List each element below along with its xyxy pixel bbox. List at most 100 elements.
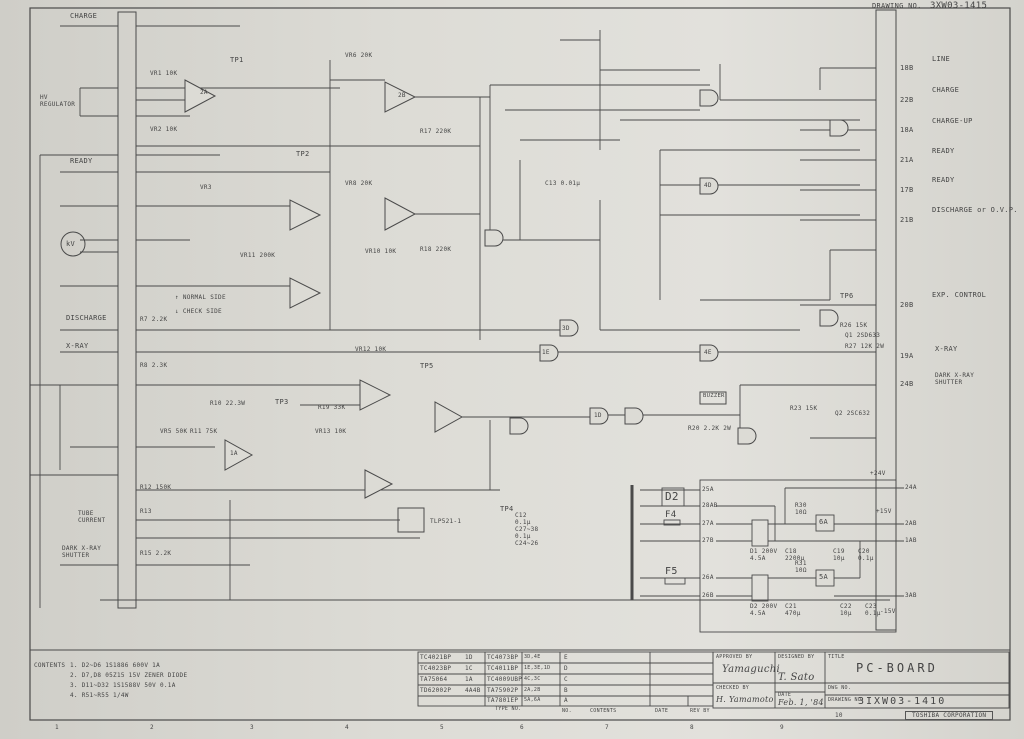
ic-type: TC4023BP <box>420 665 452 672</box>
ic-type: TA7801EP <box>487 697 519 704</box>
c18-label: C18 2200μ <box>785 548 805 562</box>
plus15-label: +15V <box>876 508 892 515</box>
grid-col: 7 <box>605 724 609 731</box>
pin: 27B <box>702 537 714 544</box>
tp2-label: TP2 <box>296 150 310 158</box>
label-ready: READY <box>70 157 93 165</box>
ic-type: TC4011BP <box>487 665 519 672</box>
vr1-label: VR1 10K <box>150 70 178 77</box>
ic-ref: 3D,4E <box>524 654 541 660</box>
revision-header: CONTENTS <box>590 708 617 714</box>
pin: 17B <box>900 186 914 194</box>
notes-title: CONTENTS <box>34 662 66 669</box>
tp4-caps-label: C12 0.1μ C27~38 0.1μ C24~26 <box>515 512 539 547</box>
designed-by: T. Sato <box>778 672 815 683</box>
vr12-label: VR12 10K <box>355 346 387 353</box>
pin: 18A <box>900 126 914 134</box>
date: Feb. 1, '84 <box>778 698 824 707</box>
pin: 2AB <box>905 520 917 527</box>
pin: 27A <box>702 520 714 527</box>
dwg-label: DWG NO. <box>828 685 852 691</box>
r27-label: R27 12K 2W <box>845 343 885 350</box>
minus15-label: -15V <box>880 608 896 615</box>
checked-by-label: CHECKED BY <box>716 685 750 691</box>
ic-type: TA75902P <box>487 687 519 694</box>
vr13-label: VR13 10K <box>315 428 347 435</box>
tp6-label: TP6 <box>840 292 854 300</box>
date-label: DATE <box>778 692 792 698</box>
pin: 20B <box>900 301 914 309</box>
r8-label: R8 2.3K <box>140 362 168 369</box>
revision-row: B <box>564 687 568 694</box>
c19-label: C19 10μ <box>833 548 845 562</box>
ic-ref: 1E,3E,1D <box>524 665 551 671</box>
label-xray: X-RAY <box>66 342 89 350</box>
r18-label: R18 220K <box>420 246 452 253</box>
vr5-label: VR5 50K <box>160 428 188 435</box>
r30-label: R30 10Ω <box>795 502 807 516</box>
ic-ref: 5A,6A <box>524 697 541 703</box>
ic-ref: 4A4B <box>465 687 481 694</box>
q2-label: Q2 2SC632 <box>835 410 871 417</box>
drawing-no-top: 3XW03-1415 <box>930 1 988 11</box>
r23-label: R23 15K <box>790 405 818 412</box>
ic-label: 1A <box>230 450 238 457</box>
approved-by-label: APPROVED BY <box>716 654 753 660</box>
drawing-no-label: DRAWING NO. <box>828 697 865 703</box>
ic-type: TA75064 <box>420 676 448 683</box>
tp5-label: TP5 <box>420 362 434 370</box>
ic-type: TD62002P <box>420 687 452 694</box>
vr10-label: VR10 10K <box>365 248 397 255</box>
vr6-label: VR6 20K <box>345 52 373 59</box>
ic-label: 3D <box>562 325 570 332</box>
note-item: 4. R51~R55 1/4W <box>70 692 129 699</box>
revision-header: NO. <box>562 708 572 714</box>
label-charge: CHARGE <box>70 12 98 20</box>
grid-col: 9 <box>780 724 784 731</box>
ic-label: 1D <box>594 412 602 419</box>
ic-label: 4E <box>704 349 712 356</box>
label-discharge: DISCHARGE <box>66 314 107 322</box>
grid-col: 1 <box>55 724 59 731</box>
ic-ref: 1D <box>465 654 473 661</box>
revision-header: REV BY <box>690 708 710 714</box>
pin: 25A <box>702 486 714 493</box>
label-kv-meter: kV <box>66 240 76 248</box>
pin: 24A <box>905 484 917 491</box>
io-label: DARK X-RAY SHUTTER <box>935 372 975 386</box>
grid-col: 2 <box>150 724 154 731</box>
r11-label: R11 75K <box>190 428 218 435</box>
pin: 28AB <box>702 502 718 509</box>
ic-label: 1E <box>542 349 550 356</box>
pin: 22B <box>900 96 914 104</box>
tp1-label: TP1 <box>230 56 244 64</box>
plus24-label: +24V <box>870 470 886 477</box>
ic-ref: 1C <box>465 665 473 672</box>
io-label: X-RAY <box>935 345 958 353</box>
revision-row: C <box>564 676 568 683</box>
note-item: 1. D2~D6 1S1886 600V 1A <box>70 662 160 669</box>
revision-row: E <box>564 654 568 661</box>
f5-label: F5 <box>665 566 678 577</box>
pin: 18B <box>900 64 914 72</box>
pin: 1AB <box>905 537 917 544</box>
io-label: DISCHARGE or O.V.P. <box>932 206 1018 214</box>
tp4-label: TP4 <box>500 505 514 513</box>
grid-col: 3 <box>250 724 254 731</box>
r17-label: R17 220K <box>420 128 452 135</box>
vr8-label: VR8 20K <box>345 180 373 187</box>
pin: 26B <box>702 592 714 599</box>
io-label: READY <box>932 147 955 155</box>
buzzer-label: BUZZER <box>703 393 725 399</box>
label-hv-regulator: HV REGULATOR <box>40 94 76 108</box>
note-item: 2. D7,D8 05Z15 15V ZENER DIODE <box>70 672 188 679</box>
label-tube-current: TUBE CURRENT <box>78 510 106 524</box>
d2-label: D2 200V 4.5A <box>750 603 778 617</box>
ic-ref: 2A,2B <box>524 687 541 693</box>
pin: 26A <box>702 574 714 581</box>
c22-label: C22 10μ <box>840 603 852 617</box>
tp3-label: TP3 <box>275 398 289 406</box>
grid-col: 4 <box>345 724 349 731</box>
